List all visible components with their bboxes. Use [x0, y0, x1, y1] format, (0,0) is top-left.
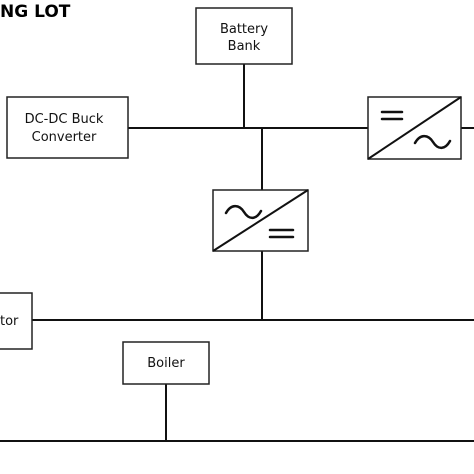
- battery-bank-label-line1: Battery: [220, 22, 268, 37]
- buck-converter-box: [6, 96, 129, 159]
- equals-icon: [268, 228, 295, 239]
- wiring: [0, 64, 474, 442]
- battery-bank-block: Battery Bank: [195, 7, 293, 65]
- rectifier-diagonal: [212, 189, 309, 252]
- battery-bank-box: [195, 7, 293, 65]
- diagram-title: NG LOT: [0, 2, 71, 22]
- boiler-label: Boiler: [147, 356, 185, 371]
- inverter-diagonal: [367, 96, 462, 160]
- boiler-block: Boiler: [122, 341, 210, 385]
- tilde-icon: [413, 134, 452, 150]
- boiler-box: [122, 341, 210, 385]
- buck-converter-label-line2: Converter: [32, 130, 97, 145]
- equals-icon: [380, 110, 404, 121]
- buck-converter-label-line1: DC-DC Buck: [25, 112, 104, 127]
- generator-block: tor: [0, 292, 33, 350]
- tilde-icon: [224, 204, 263, 220]
- battery-bank-label-line2: Bank: [228, 39, 261, 54]
- generator-box: [0, 292, 33, 350]
- generator-label: tor: [0, 314, 19, 329]
- buck-converter-block: DC-DC Buck Converter: [6, 96, 129, 159]
- ac-dc-rectifier-block: [212, 189, 309, 252]
- dc-ac-inverter-block: [367, 96, 462, 160]
